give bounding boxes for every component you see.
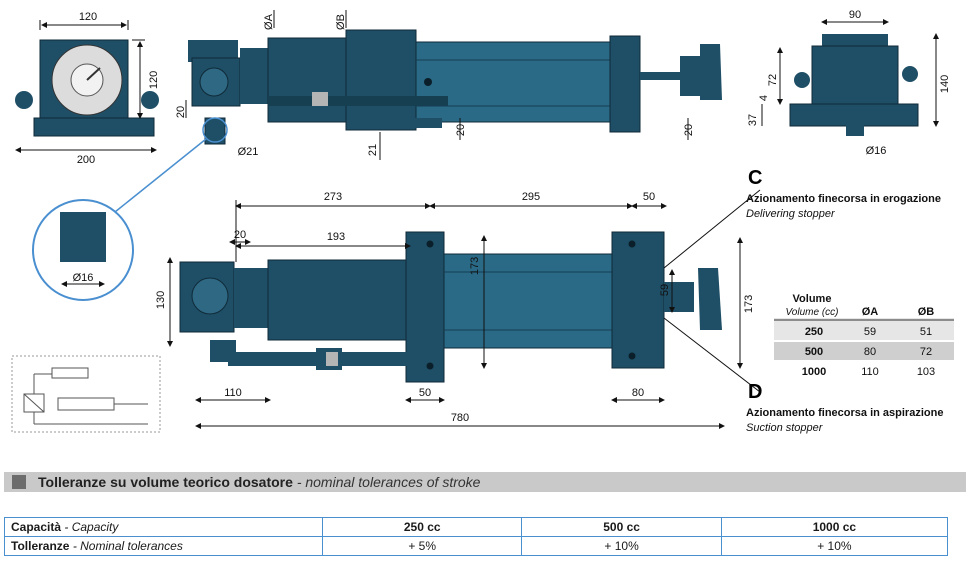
technical-drawing: 120 120 200 ØA ØB 20 Ø21 21 20 20: [11, 9, 954, 434]
plan-59-label: 59: [659, 284, 671, 296]
section-title-en: - nominal tolerances of stroke: [296, 474, 481, 490]
end-dia16-label: Ø16: [866, 145, 887, 157]
end-140-label: 140: [939, 75, 951, 93]
plan-173b-label: 173: [743, 295, 755, 313]
callout-c-en: Delivering stopper: [746, 208, 836, 220]
dia-b-row-3: 103: [917, 366, 935, 378]
dia-b-header: ØB: [918, 306, 935, 318]
table-row: Tolleranze - Nominal tolerances + 5% + 1…: [4, 536, 949, 556]
section-header: Tolleranze su volume teorico dosatore - …: [4, 472, 966, 492]
capacity-250: 250 cc: [321, 517, 523, 537]
volume-row-1: 250: [805, 326, 823, 338]
callout-c-it: Azionamento finecorsa in erogazione: [746, 193, 941, 205]
end-width-label: 90: [849, 9, 861, 21]
side-dia-b-label: ØB: [335, 14, 347, 30]
end-37-label: 37: [747, 114, 759, 126]
tolerance-1000: + 10%: [720, 536, 949, 556]
tolerance-table: Capacità - Capacity 250 cc 500 cc 1000 c…: [4, 517, 949, 556]
tolerance-label-en: - Nominal tolerances: [72, 539, 183, 553]
side-dia21-label: Ø21: [238, 146, 259, 158]
plan-20-label: 20: [234, 229, 246, 241]
side-21-label: 21: [367, 144, 379, 156]
detail-dia16-label: Ø16: [73, 272, 94, 284]
schematic-thumbnail: [11, 355, 161, 433]
callout-d-it: Azionamento finecorsa in aspirazione: [746, 407, 943, 419]
callout-d-letter: D: [748, 381, 762, 403]
tolerance-500: + 10%: [521, 536, 722, 556]
plan-110-label: 110: [224, 387, 242, 399]
dia-a-row-2: 80: [864, 346, 876, 358]
plan-80-label: 80: [632, 387, 644, 399]
front-view: [15, 20, 159, 153]
plan-193-label: 193: [327, 231, 345, 243]
volume-row-2: 500: [805, 346, 823, 358]
side-view: [185, 10, 722, 160]
side-20a-label: 20: [455, 124, 467, 136]
plan-295-label: 295: [522, 191, 540, 203]
plan-view: [167, 189, 954, 429]
volume-header: Volume: [793, 293, 832, 305]
table-row: Capacità - Capacity 250 cc 500 cc 1000 c…: [4, 517, 949, 537]
detail-view: [32, 117, 228, 301]
tolerance-250: + 5%: [321, 536, 523, 556]
volume-row-3: 1000: [802, 366, 826, 378]
dia-a-header: ØA: [862, 306, 879, 318]
callout-c-letter: C: [748, 167, 762, 189]
end-72-label: 72: [767, 74, 779, 86]
plan-780-label: 780: [451, 412, 469, 424]
dia-a-row-3: 110: [861, 366, 879, 378]
plan-50-bottom-label: 50: [419, 387, 431, 399]
tolerance-label-cell: Tolleranze - Nominal tolerances: [4, 536, 323, 556]
callout-d-en: Suction stopper: [746, 422, 824, 434]
end-4-label: 4: [758, 95, 770, 101]
plan-130-label: 130: [155, 291, 167, 309]
capacity-500: 500 cc: [521, 517, 722, 537]
side-dia-a-label: ØA: [263, 13, 275, 30]
end-view: [761, 19, 939, 136]
plan-50-top-label: 50: [643, 191, 655, 203]
side-20-label: 20: [175, 106, 187, 118]
capacity-label-it: Capacità: [11, 520, 62, 534]
capacity-label-cell: Capacità - Capacity: [4, 517, 323, 537]
tolerance-label-it: Tolleranze: [11, 539, 70, 553]
plan-273-label: 273: [324, 191, 342, 203]
side-20b-label: 20: [683, 124, 695, 136]
section-title-it: Tolleranze su volume teorico dosatore: [38, 474, 293, 490]
front-height-label: 120: [148, 71, 160, 89]
capacity-1000: 1000 cc: [720, 517, 949, 537]
plan-173a-label: 173: [469, 257, 481, 275]
section-title: Tolleranze su volume teorico dosatore - …: [38, 474, 480, 490]
volume-unit-header: Volume (cc): [786, 307, 839, 318]
dia-b-row-2: 72: [920, 346, 932, 358]
front-base-label: 200: [77, 154, 95, 166]
dia-a-row-1: 59: [864, 326, 876, 338]
front-width-label: 120: [79, 11, 97, 23]
capacity-label-en: - Capacity: [64, 520, 119, 534]
section-marker: [12, 475, 26, 489]
dia-b-row-1: 51: [920, 326, 932, 338]
